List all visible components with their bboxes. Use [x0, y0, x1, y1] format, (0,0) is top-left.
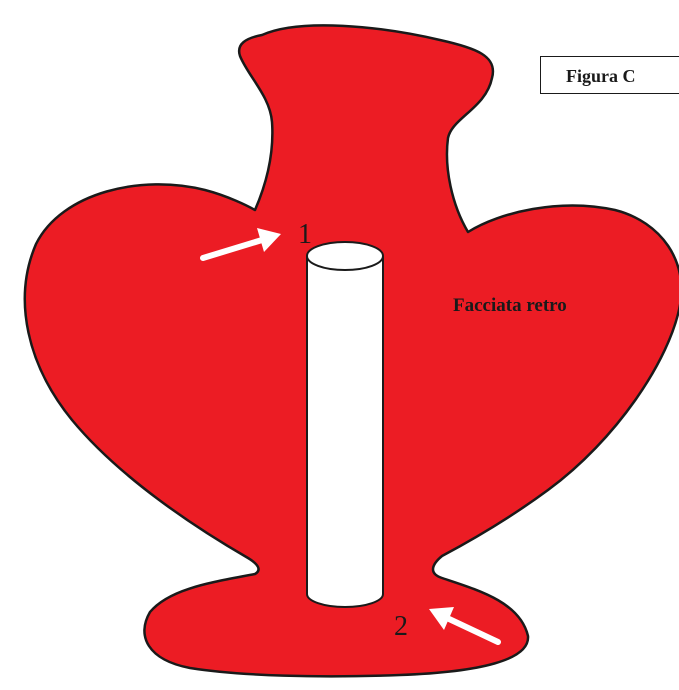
marker-2-label: 2 [394, 611, 408, 642]
marker-1-label: 1 [298, 219, 312, 250]
figure-caption-box: Figura C [540, 56, 679, 94]
face-label: Facciata retro [453, 295, 567, 316]
figure-caption: Figura C [566, 66, 636, 87]
cylinder-body [307, 256, 383, 607]
cylinder-top [307, 242, 383, 270]
